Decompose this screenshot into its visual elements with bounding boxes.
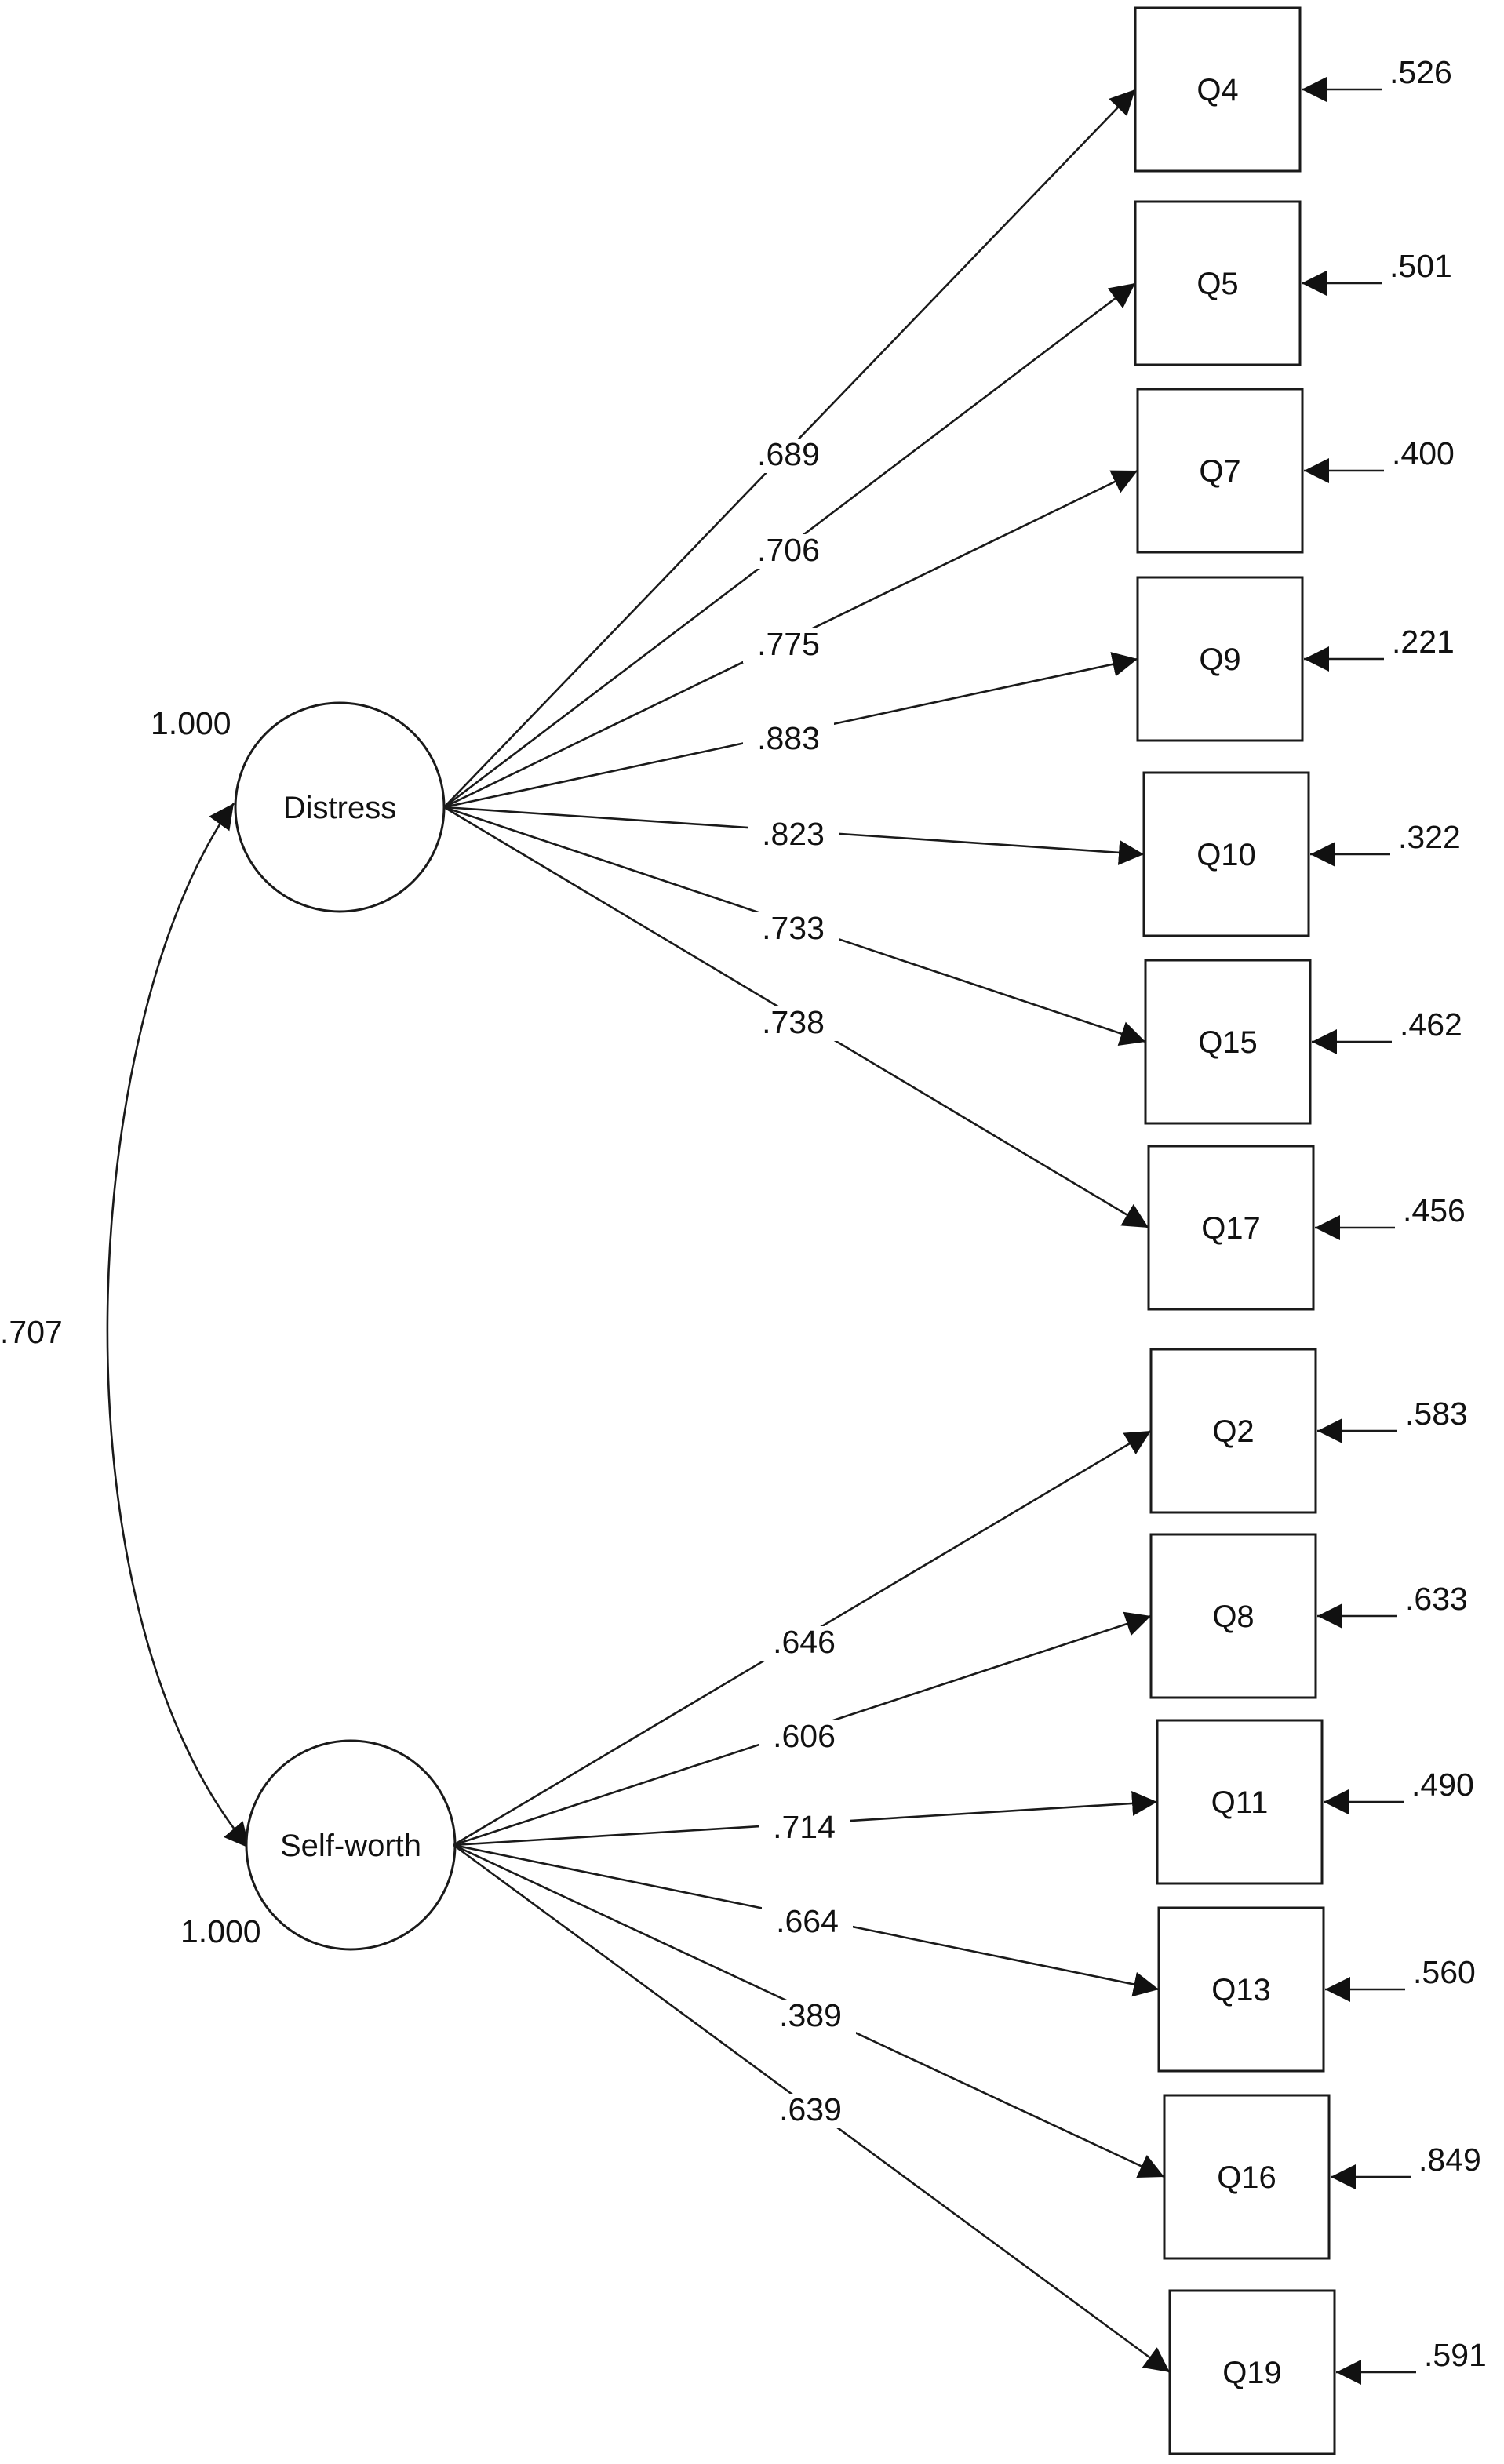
loading-value-q9: .883 (757, 720, 820, 756)
indicator-layer: .689 Q4 .526 .706 Q5 .501 .775 Q7 .400 .883 Q9 .221… (443, 6, 1487, 2455)
indicator-box-q2 (1149, 1348, 1317, 1514)
indicator-box-q15 (1144, 959, 1312, 1125)
indicator-name-q5: Q5 (1196, 267, 1238, 301)
error-value-q4: .526 (1389, 54, 1452, 90)
loading-label-bg-q2 (759, 1626, 850, 1661)
loading-value-q19: .639 (779, 2091, 842, 2127)
indicator-name-q16: Q16 (1217, 2160, 1276, 2195)
error-value-q11: .490 (1411, 1767, 1474, 1803)
distress-variance-label: 1.000 (151, 705, 231, 741)
indicator-name-q8: Q8 (1212, 1600, 1254, 1634)
loading-label-bg-q16 (765, 2000, 856, 2034)
loading-value-q13: .664 (776, 1903, 839, 1939)
indicator-box-q10 (1142, 771, 1310, 937)
loading-label-bg-q10 (748, 818, 839, 853)
loading-label-bg-q8 (759, 1720, 850, 1755)
indicator-name-q10: Q10 (1196, 838, 1256, 872)
correlation-value: .707 (0, 1314, 63, 1350)
loading-label-bg-q7 (743, 628, 834, 663)
indicator-name-q7: Q7 (1199, 454, 1240, 489)
factor-correlation-arc (106, 803, 250, 1849)
loading-value-q15: .733 (762, 910, 825, 946)
loading-value-q10: .823 (762, 816, 825, 852)
indicator-box-q11 (1156, 1719, 1324, 1885)
loading-value-q8: .606 (773, 1718, 836, 1754)
indicator-name-q2: Q2 (1212, 1414, 1254, 1449)
indicator-name-q4: Q4 (1196, 73, 1238, 107)
indicator-box-q9 (1136, 576, 1304, 742)
indicator-name-q11: Q11 (1211, 1785, 1269, 1820)
indicator-box-q8 (1149, 1533, 1317, 1699)
indicator-box-q7 (1136, 388, 1304, 554)
indicator-box-q19 (1168, 2289, 1336, 2455)
indicator-box-q4 (1134, 6, 1302, 173)
loading-value-q17: .738 (762, 1004, 825, 1040)
indicator-box-q5 (1134, 200, 1302, 366)
error-value-q15: .462 (1400, 1006, 1462, 1043)
loading-label-bg-q9 (743, 722, 834, 757)
loading-label-bg-q4 (743, 439, 834, 473)
loading-label-bg-q19 (765, 2094, 856, 2128)
error-value-q9: .221 (1392, 624, 1455, 660)
error-value-q2: .583 (1405, 1396, 1468, 1432)
indicator-box-q17 (1147, 1145, 1315, 1311)
loading-value-q4: .689 (757, 436, 820, 472)
error-value-q8: .633 (1405, 1581, 1468, 1617)
factor-distress: Distress (234, 701, 446, 913)
indicator-name-q13: Q13 (1211, 1973, 1271, 2007)
error-value-q5: .501 (1389, 248, 1452, 284)
indicator-box-q16 (1163, 2094, 1331, 2260)
loading-value-q16: .389 (779, 1997, 842, 2033)
loading-value-q2: .646 (773, 1624, 836, 1660)
loading-label-bg-q5 (743, 534, 834, 569)
indicator-name-q9: Q9 (1199, 642, 1240, 677)
loading-label-bg-q13 (762, 1905, 853, 1940)
loading-value-q5: .706 (757, 532, 820, 568)
indicator-name-q19: Q19 (1222, 2356, 1282, 2390)
loading-label-bg-q15 (748, 912, 839, 947)
selfworth-variance-label: 1.000 (180, 1913, 261, 1949)
indicator-box-q13 (1157, 1906, 1325, 2073)
loading-label-bg-q11 (759, 1811, 850, 1846)
error-value-q13: .560 (1413, 1954, 1476, 1990)
loading-value-q11: .714 (773, 1809, 836, 1845)
indicator-name-q15: Q15 (1198, 1025, 1258, 1060)
error-value-q16: .849 (1418, 2142, 1481, 2178)
error-value-q7: .400 (1392, 435, 1455, 471)
loading-value-q7: .775 (757, 626, 820, 662)
factor-selfworth-name: Self-worth (280, 1829, 421, 1863)
error-value-q19: .591 (1424, 2337, 1487, 2373)
error-value-q10: .322 (1398, 819, 1461, 855)
indicator-name-q17: Q17 (1201, 1211, 1261, 1246)
error-value-q17: .456 (1403, 1192, 1466, 1228)
factor-distress-name: Distress (283, 791, 396, 825)
loading-label-bg-q17 (748, 1006, 839, 1041)
factor-selfworth: Self-worth (245, 1739, 457, 1951)
